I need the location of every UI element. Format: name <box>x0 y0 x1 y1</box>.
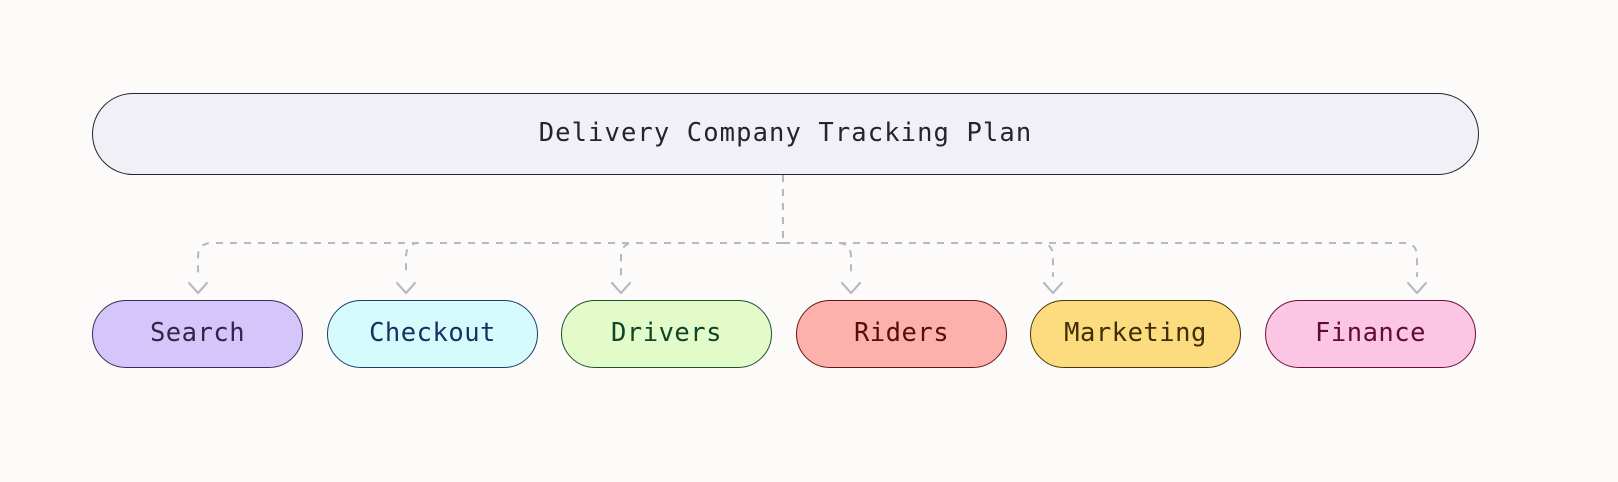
node-root[interactable]: Delivery Company Tracking Plan <box>92 93 1479 175</box>
connector-to-drivers <box>619 241 783 277</box>
arrowhead-drivers-icon <box>610 281 632 295</box>
connector-to-search <box>196 241 783 277</box>
node-marketing-label: Marketing <box>1064 318 1207 349</box>
node-search-label: Search <box>149 318 246 349</box>
arrowhead-finance-icon <box>1406 281 1428 295</box>
node-checkout[interactable]: Checkout <box>327 300 538 368</box>
connector-to-riders <box>783 241 853 277</box>
arrowhead-search-icon <box>187 281 209 295</box>
node-root-label: Delivery Company Tracking Plan <box>538 118 1033 149</box>
connector-to-finance <box>783 241 1419 277</box>
node-search[interactable]: Search <box>92 300 303 368</box>
connector-to-marketing <box>783 241 1055 277</box>
node-drivers[interactable]: Drivers <box>561 300 772 368</box>
arrowhead-checkout-icon <box>395 281 417 295</box>
connector-to-checkout <box>404 241 783 277</box>
arrowhead-riders-icon <box>840 281 862 295</box>
arrowhead-marketing-icon <box>1042 281 1064 295</box>
node-riders-label: Riders <box>853 318 950 349</box>
node-marketing[interactable]: Marketing <box>1030 300 1241 368</box>
node-drivers-label: Drivers <box>611 318 722 349</box>
node-finance[interactable]: Finance <box>1265 300 1476 368</box>
node-finance-label: Finance <box>1315 318 1426 349</box>
node-checkout-label: Checkout <box>369 318 496 349</box>
node-riders[interactable]: Riders <box>796 300 1007 368</box>
